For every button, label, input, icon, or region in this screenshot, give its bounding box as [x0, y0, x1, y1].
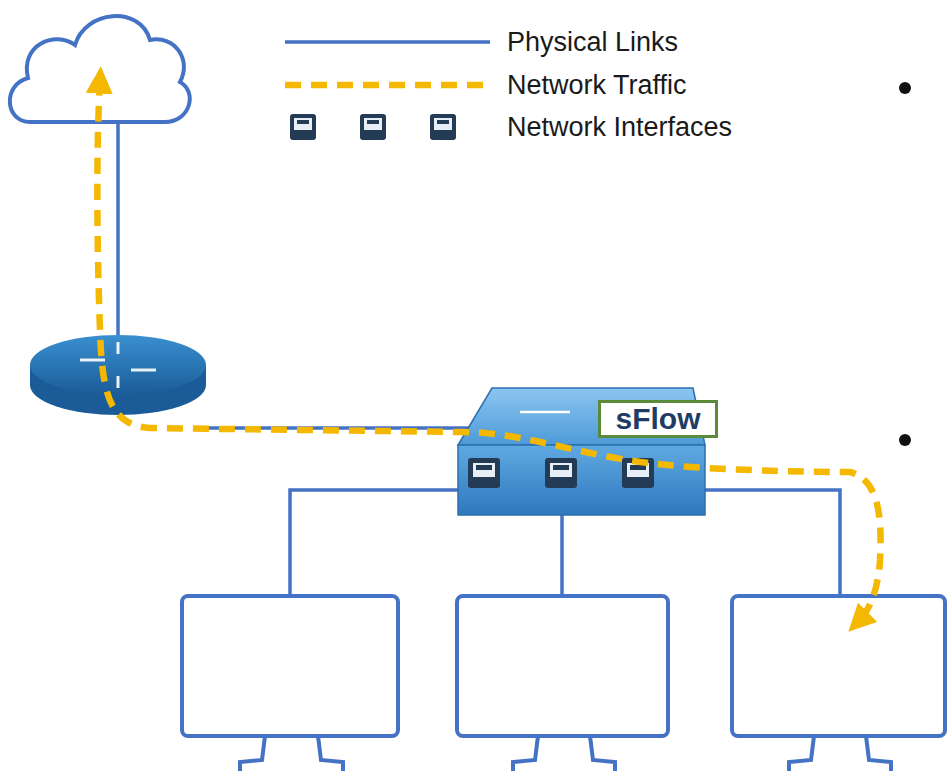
legend-label: Network Interfaces: [507, 114, 732, 141]
sflow-logo-box: sFlow: [598, 400, 718, 438]
network-traffic-path: [97, 80, 880, 622]
legend-label: Network Traffic: [507, 72, 687, 99]
monitors: [182, 596, 945, 771]
logo-text: sFlow: [615, 404, 700, 434]
router: [30, 335, 206, 415]
legend-label: Physical Links: [507, 29, 678, 56]
legend-sample: [285, 85, 490, 86]
bullet-dot: [899, 82, 911, 94]
legend-sample: [290, 114, 456, 140]
bullet-dot: [899, 434, 911, 446]
legend-sample: [285, 42, 490, 43]
physical-links: [118, 122, 840, 596]
network-interface-ports: [468, 458, 654, 488]
